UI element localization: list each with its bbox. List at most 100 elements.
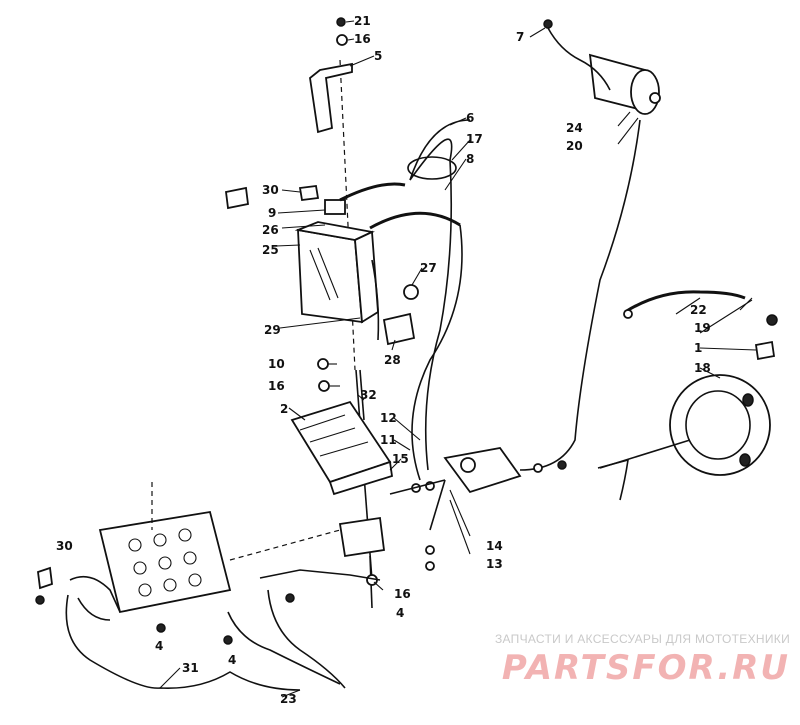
cable-part xyxy=(77,597,111,621)
callout-label: 26 xyxy=(262,223,279,237)
strap-ring-part xyxy=(407,156,457,180)
callout-label: 16 xyxy=(394,587,411,601)
nut-part xyxy=(766,314,778,326)
nut-part xyxy=(156,623,166,633)
callout-label: 1 xyxy=(694,341,702,355)
callout-label: 30 xyxy=(56,539,73,553)
wing-nut-part xyxy=(336,17,346,27)
callout-label: 2 xyxy=(280,402,288,416)
label-plate-part xyxy=(382,312,416,346)
nut-part xyxy=(543,19,553,29)
callout-label: 32 xyxy=(360,388,377,402)
cable-part xyxy=(339,182,406,202)
decal-part xyxy=(754,340,776,361)
dashed-line xyxy=(229,529,341,561)
nut-part xyxy=(223,635,233,645)
lead-part xyxy=(429,479,446,531)
callout-label: 29 xyxy=(264,323,281,337)
callout-label: 25 xyxy=(262,243,279,257)
starter-terminal-part xyxy=(649,92,661,104)
wire-part xyxy=(547,27,611,91)
harness-part xyxy=(259,569,381,581)
terminal-cap-part xyxy=(324,199,346,215)
nut-part xyxy=(557,460,567,470)
wire-harness xyxy=(409,138,453,471)
battery-part xyxy=(297,228,363,324)
callout-label: 15 xyxy=(392,452,409,466)
wire-part xyxy=(519,119,641,471)
callout-label: 31 xyxy=(182,661,199,675)
washer-part xyxy=(425,545,435,555)
callout-label: 30 xyxy=(262,183,279,197)
callout-label: 28 xyxy=(384,353,401,367)
callout-label: 10 xyxy=(268,357,285,371)
dashed-rod-line xyxy=(339,59,356,371)
connector-block-part xyxy=(443,447,522,494)
callout-label: 7 xyxy=(516,30,524,44)
nut-part xyxy=(285,593,295,603)
washer-part xyxy=(533,463,543,473)
cap-part xyxy=(298,184,320,202)
connector-part xyxy=(37,566,53,590)
callout-label: 21 xyxy=(354,14,371,28)
terminal-cover-part xyxy=(225,186,249,210)
callout-labels: 1 2 4 4 4 5 6 7 8 9 10 11 12 13 14 15 16… xyxy=(56,14,711,706)
bolt-shaft xyxy=(359,369,365,421)
callout-label: 13 xyxy=(486,557,503,571)
callout-label: 20 xyxy=(566,139,583,153)
starter-end-part xyxy=(630,69,660,115)
battery-shading xyxy=(309,247,339,301)
wire-harness xyxy=(411,224,463,481)
watermark: ЗАПЧАСТИ И АКСЕССУАРЫ ДЛЯ МОТОТЕХНИКИ PA… xyxy=(480,632,790,688)
washer-part xyxy=(336,34,348,46)
bracket-part xyxy=(309,62,353,134)
callout-label: 19 xyxy=(694,321,711,335)
watermark-caption: ЗАПЧАСТИ И АКСЕССУАРЫ ДЛЯ МОТОТЕХНИКИ xyxy=(494,632,790,646)
callout-label: 12 xyxy=(380,411,397,425)
watermark-brand: PARTSFOR.RU xyxy=(501,648,790,688)
heat-shield-part xyxy=(98,510,232,614)
washer-part xyxy=(318,380,330,392)
washer-part xyxy=(425,561,435,571)
flywheel-inner xyxy=(685,390,751,460)
cable-end-part xyxy=(623,309,633,319)
bolt-head-part xyxy=(317,358,329,370)
callout-label: 17 xyxy=(466,132,483,146)
callout-label: 16 xyxy=(354,32,371,46)
switch-part xyxy=(338,516,386,558)
leader-lines xyxy=(159,20,757,698)
callout-label: 27 xyxy=(420,261,437,275)
callout-label: 4 xyxy=(228,653,236,667)
callout-label: 24 xyxy=(566,121,583,135)
harness-part xyxy=(267,589,346,689)
cable-part xyxy=(369,211,461,230)
callout-label: 4 xyxy=(396,606,404,620)
tray-front-part xyxy=(328,460,393,496)
cable-part xyxy=(371,259,380,341)
callout-label: 5 xyxy=(374,49,382,63)
shield-mount xyxy=(69,575,121,613)
callout-label: 18 xyxy=(694,361,711,375)
cable-part xyxy=(624,290,746,314)
flywheel-part xyxy=(669,374,771,476)
callout-label: 4 xyxy=(155,639,163,653)
callout-label: 9 xyxy=(268,206,276,220)
callout-label: 23 xyxy=(280,692,297,706)
flywheel-bolt xyxy=(742,393,754,407)
wire-harness xyxy=(409,119,471,181)
callout-label: 22 xyxy=(690,303,707,317)
shield-holes xyxy=(128,528,202,597)
bolt-part xyxy=(389,479,446,495)
callout-label: 14 xyxy=(486,539,503,553)
lead-part xyxy=(597,458,629,501)
callout-label: 16 xyxy=(268,379,285,393)
callout-label: 11 xyxy=(380,433,397,447)
harness-part xyxy=(227,611,341,685)
callout-label: 6 xyxy=(466,111,474,125)
cable-part xyxy=(65,594,301,691)
nut-part xyxy=(35,595,45,605)
tray-ribs xyxy=(299,414,369,457)
clip-part xyxy=(403,284,419,300)
fuse-part xyxy=(460,457,476,473)
